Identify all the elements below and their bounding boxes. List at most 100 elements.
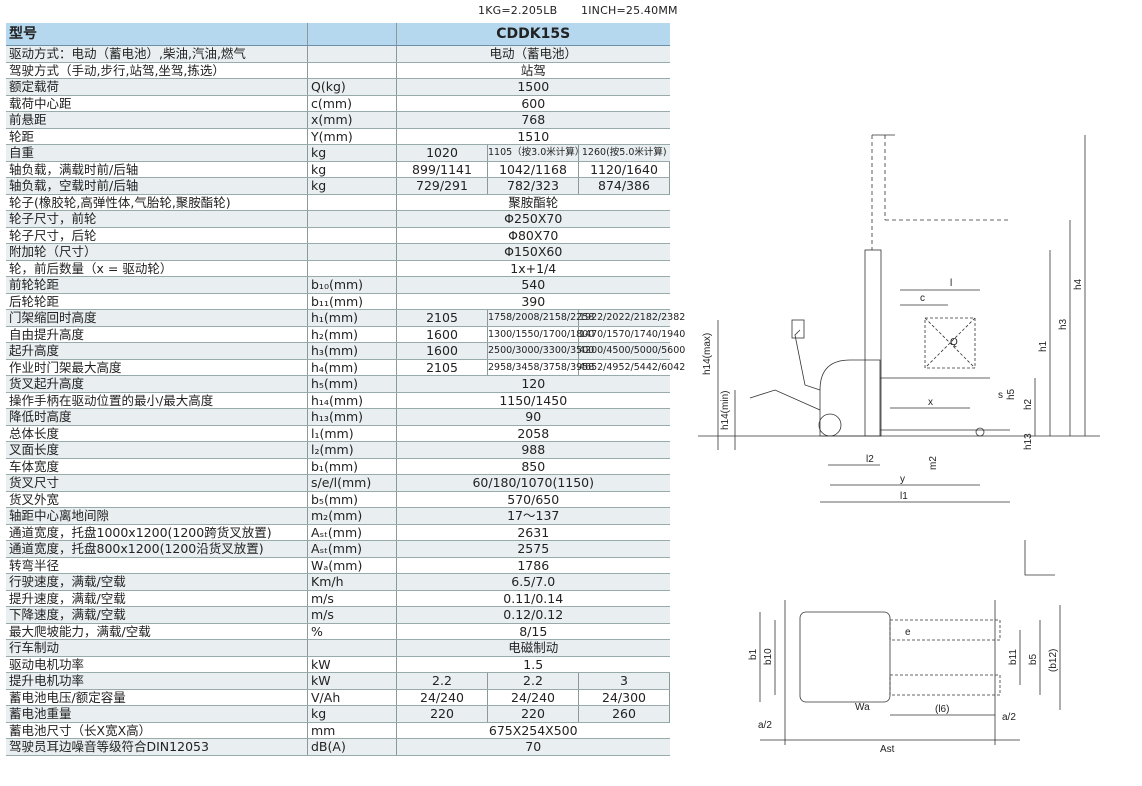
param-cell: 最大爬坡能力，满载/空载	[6, 623, 308, 640]
unit-cell: b₁₁(mm)	[307, 293, 397, 310]
unit-cell: s/e/l(mm)	[307, 474, 397, 492]
value-cell: 2575	[396, 540, 670, 558]
lbl-l6: (l6)	[935, 704, 949, 715]
param-cell: 蓄电池尺寸（长X宽X高）	[6, 722, 308, 739]
unit-cell: h₄(mm)	[307, 359, 397, 376]
param-cell: 货叉尺寸	[6, 474, 308, 492]
lbl-s: s	[998, 390, 1003, 401]
unit-cell: kg	[307, 705, 397, 723]
lbl-h5: h5	[1006, 388, 1017, 400]
spec-row: 轮，前后数量（x = 驱动轮）1x+1/4	[6, 260, 670, 277]
unit-cell: m₂(mm)	[307, 507, 397, 525]
param-cell: 通道宽度，托盘800x1200(1200沿货叉放置)	[6, 540, 308, 558]
lbl-h2: h2	[1023, 398, 1034, 410]
diagram-svg: l c Q h14(max) h14(min) h1 h3 h4 h5 h2 h…	[698, 134, 1100, 755]
value-cell: 675X254X500	[396, 722, 670, 739]
unit-cell: h₁₃(mm)	[307, 408, 397, 426]
load-wheel	[975, 427, 985, 437]
value-cell: 1600	[396, 326, 488, 343]
param-cell: 驱动方式：电动（蓄电池）,柴油,汽油,燃气	[6, 45, 308, 63]
value-cell: 6.5/7.0	[396, 573, 670, 591]
param-cell: 行驶速度，满载/空载	[6, 573, 308, 591]
value-cell: 70	[396, 738, 670, 756]
value-cell: 1.5	[396, 656, 670, 673]
unit-conversion-note: 1KG=2.205LB 1INCH=25.40MM	[478, 4, 698, 17]
param-cell: 货叉外宽	[6, 491, 308, 508]
value-cell: 600	[396, 95, 670, 112]
unit-cell: b₁(mm)	[307, 458, 397, 475]
unit-cell: V/Ah	[307, 689, 397, 706]
load-diagonal-b	[924, 317, 976, 369]
param-cell: 轮距	[6, 128, 308, 145]
lbl-q: Q	[950, 337, 958, 348]
param-cell: 下降速度，满载/空载	[6, 606, 308, 624]
value-cell: 2.2	[487, 672, 579, 690]
value-cell: 899/1141	[396, 161, 488, 178]
unit-cell: kW	[307, 656, 397, 673]
unit-cell: h₅(mm)	[307, 375, 397, 393]
drive-wheel	[818, 413, 842, 437]
value-cell: 3	[578, 672, 670, 690]
spec-row: 通道宽度，托盘1000x1200(1200跨货叉放置)Aₛₜ(mm)2631	[6, 524, 670, 541]
spec-table: 型号 CDDK15S 驱动方式：电动（蓄电池）,柴油,汽油,燃气电动（蓄电池）驾…	[6, 23, 685, 756]
unit-cell: x(mm)	[307, 111, 397, 129]
lbl-b11: b11	[1008, 649, 1019, 665]
lbl-b1: b1	[748, 648, 759, 660]
param-cell: 驾驶员耳边噪音等级符合DIN12053	[6, 738, 308, 756]
param-cell: 通道宽度，托盘1000x1200(1200跨货叉放置)	[6, 524, 308, 541]
value-cell: 90	[396, 408, 670, 426]
value-cell: 1510	[396, 128, 670, 145]
value-cell: 4652/4952/5442/6042	[578, 359, 685, 376]
param-cell: 起升高度	[6, 342, 308, 360]
value-cell: 1758/2008/2158/2258	[487, 309, 594, 327]
param-cell: 额定载荷	[6, 78, 308, 96]
lbl-l1: l1	[900, 491, 908, 502]
param-cell: 叉面长度	[6, 441, 308, 459]
param-cell: 后轮轮距	[6, 293, 308, 310]
corner-hatch	[1024, 540, 1055, 576]
spec-row: 通道宽度，托盘800x1200(1200沿货叉放置)Aₛₜ(mm)2575	[6, 540, 670, 558]
param-cell: 轮子尺寸，前轮	[6, 210, 308, 228]
value-cell: 874/386	[578, 177, 670, 195]
unit-cell	[307, 243, 397, 261]
param-cell: 降低时高度	[6, 408, 308, 426]
lbl-h1: h1	[1038, 340, 1049, 352]
value-cell: 2958/3458/3758/3958	[487, 359, 594, 376]
lbl-c: c	[920, 293, 925, 304]
value-cell: 220	[487, 705, 579, 723]
unit-cell: kg	[307, 144, 397, 162]
value-cell: 2058	[396, 425, 670, 442]
spec-row: 驾驶方式（手动,步行,站驾,坐驾,拣选）站驾	[6, 62, 670, 79]
lbl-l: l	[950, 278, 952, 289]
unit-cell	[307, 45, 397, 63]
truck-dimension-diagram: l c Q h14(max) h14(min) h1 h3 h4 h5 h2 h…	[680, 120, 1140, 780]
param-cell: 轮，前后数量（x = 驱动轮）	[6, 260, 308, 277]
lbl-h14min: h14(min)	[720, 391, 731, 430]
spec-row: 附加轮（尺寸）Φ150X60	[6, 243, 670, 261]
param-cell: 自重	[6, 144, 308, 162]
unit-cell: h₂(mm)	[307, 326, 397, 343]
param-cell: 轮子尺寸，后轮	[6, 227, 308, 244]
param-cell: 操作手柄在驱动位置的最小/最大高度	[6, 392, 308, 409]
value-cell: 390	[396, 293, 670, 310]
unit-cell: h₁(mm)	[307, 309, 397, 327]
value-cell: 电动（蓄电池）	[396, 45, 670, 63]
unit-cell: Aₛₜ(mm)	[307, 540, 397, 558]
lbl-wa: Wa	[855, 702, 870, 713]
unit-cell	[307, 194, 397, 211]
spec-row: 最大爬坡能力，满载/空载%8/15	[6, 623, 670, 640]
